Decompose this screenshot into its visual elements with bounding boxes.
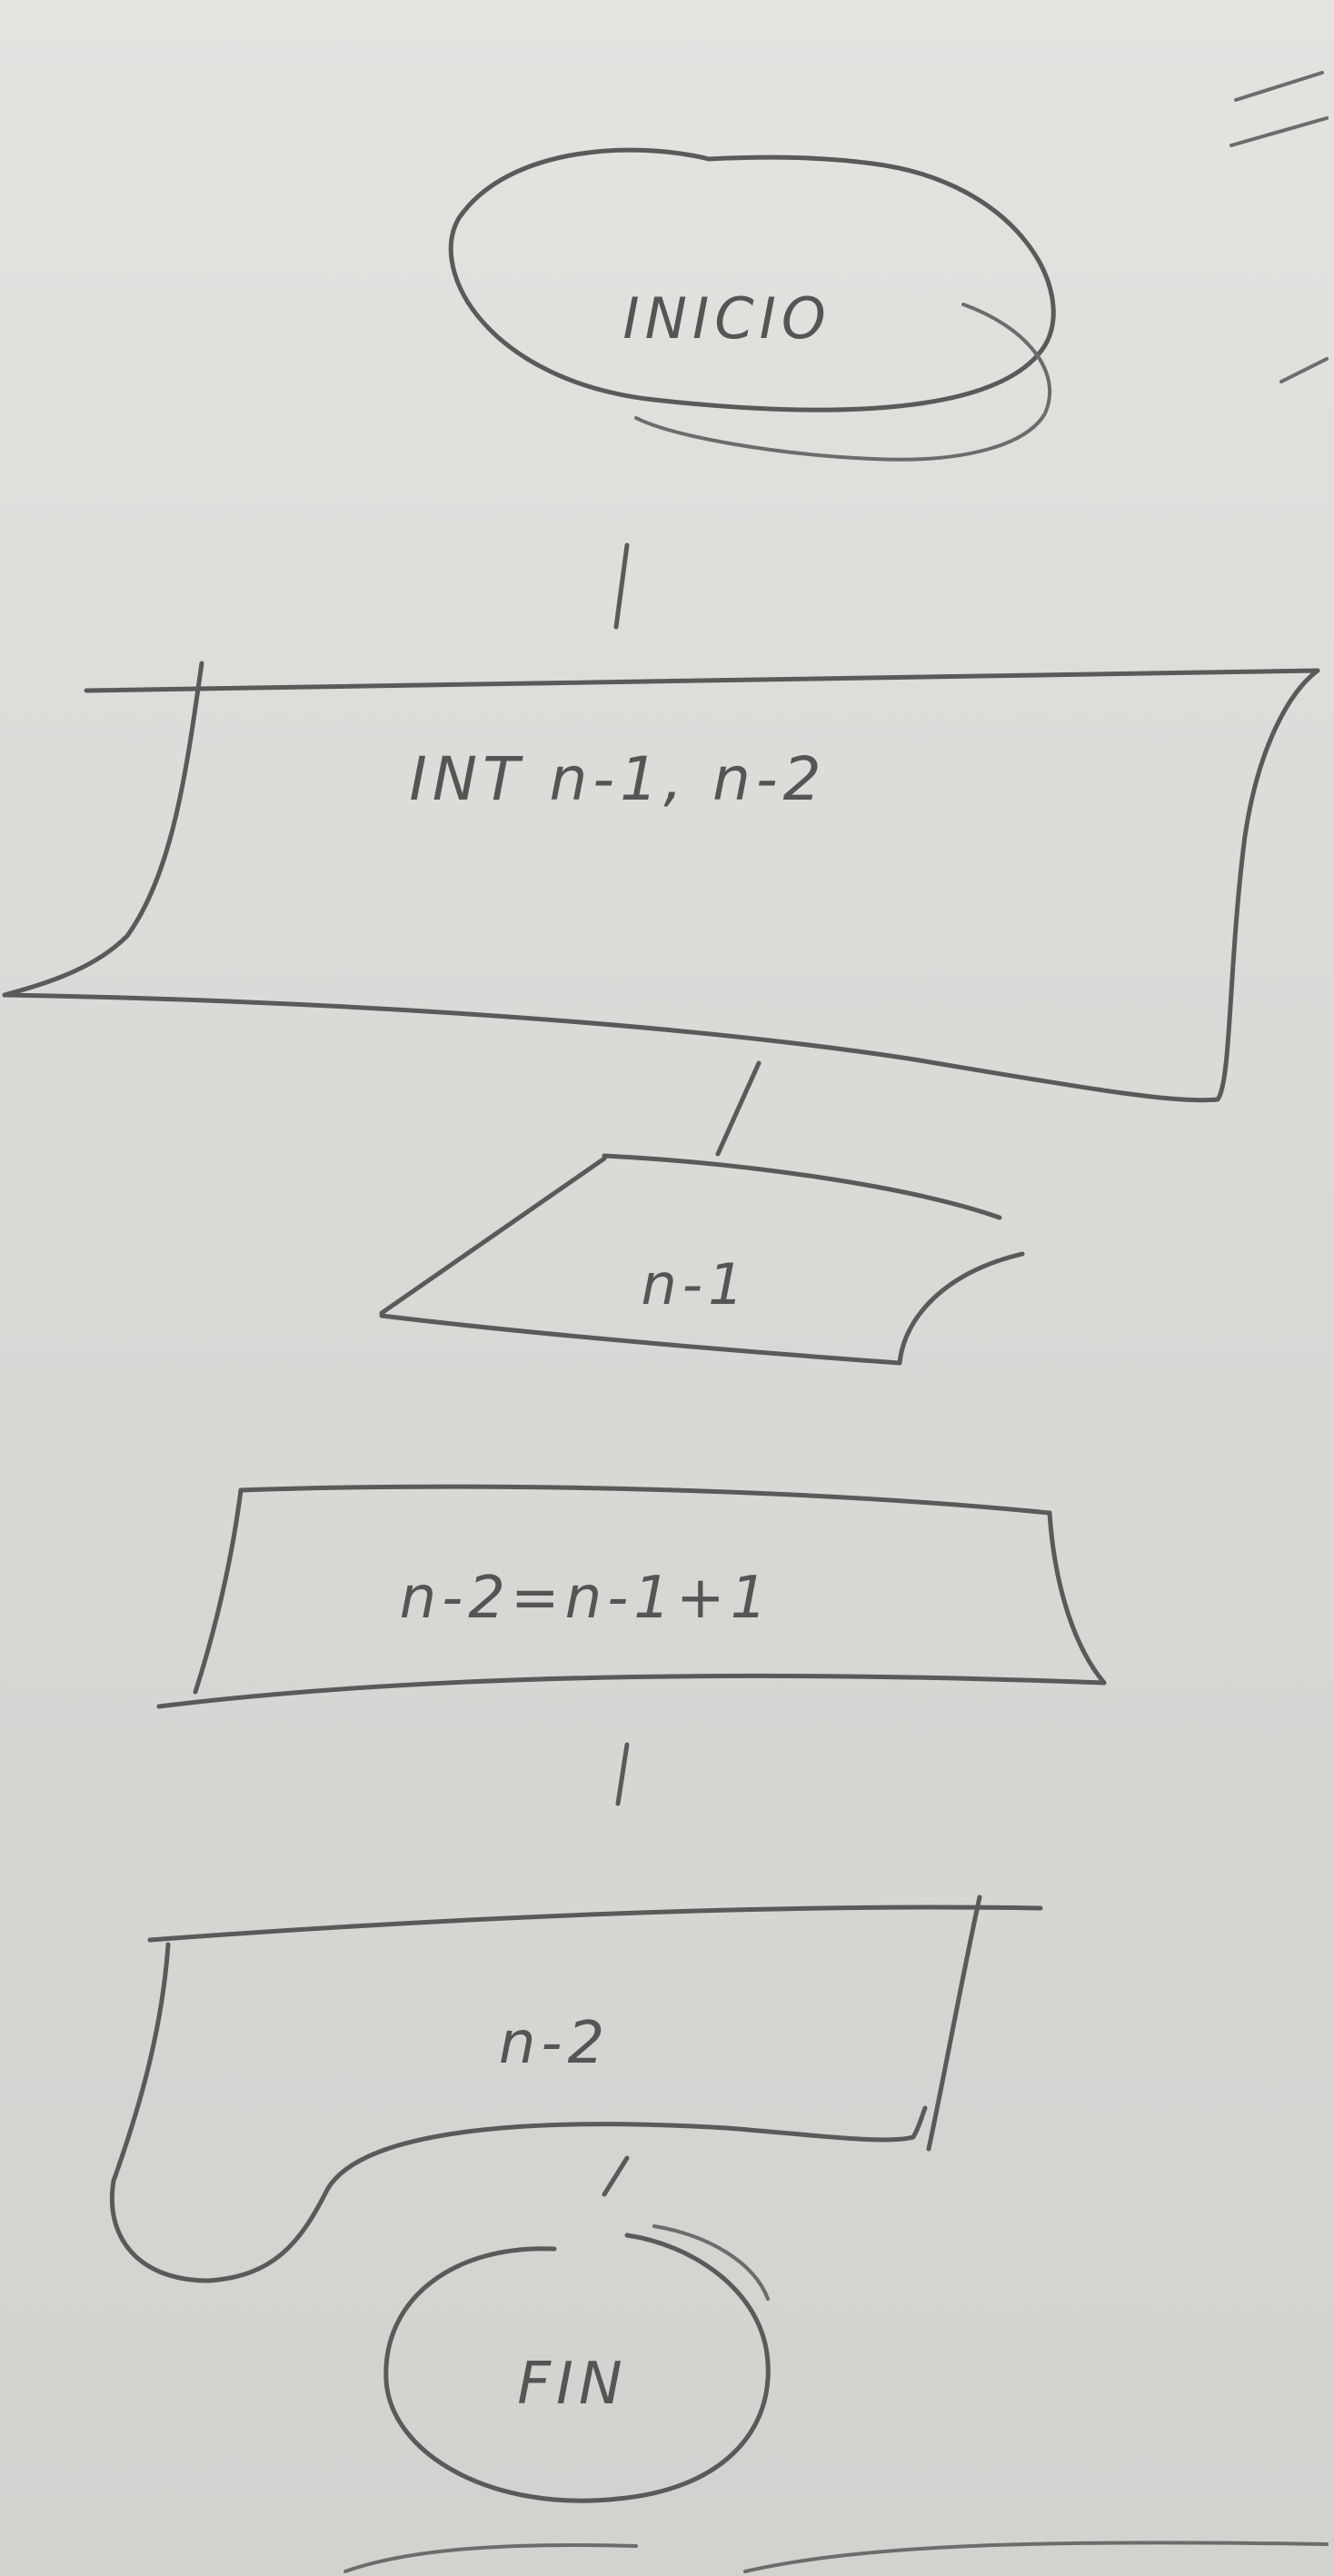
node-input: n-1 (379, 1153, 1025, 1366)
node-output-label: n-2 (499, 2010, 610, 2077)
node-end-label: FIN (517, 2351, 628, 2418)
connector-process-output (615, 1742, 630, 1806)
node-start-label: INICIO (622, 285, 831, 352)
node-end: FIN (383, 2224, 771, 2503)
node-declare: INT n-1, n-2 (2, 661, 1320, 1103)
connector-output-end (602, 2155, 630, 2197)
node-input-label: n-1 (641, 1251, 749, 1318)
bottom-edge-strokes (343, 2541, 1329, 2573)
node-start: INICIO (448, 147, 1056, 462)
connector-declare-input (715, 1060, 762, 1157)
node-process-label: n-2=n-1+1 (400, 1565, 773, 1632)
node-output: n-2 (109, 1895, 1043, 2283)
edge-scribble-marks (1229, 71, 1329, 383)
node-declare-label: INT n-1, n-2 (409, 744, 826, 814)
connector-start-declare (613, 542, 630, 630)
node-process: n-2=n-1+1 (156, 1484, 1107, 1709)
